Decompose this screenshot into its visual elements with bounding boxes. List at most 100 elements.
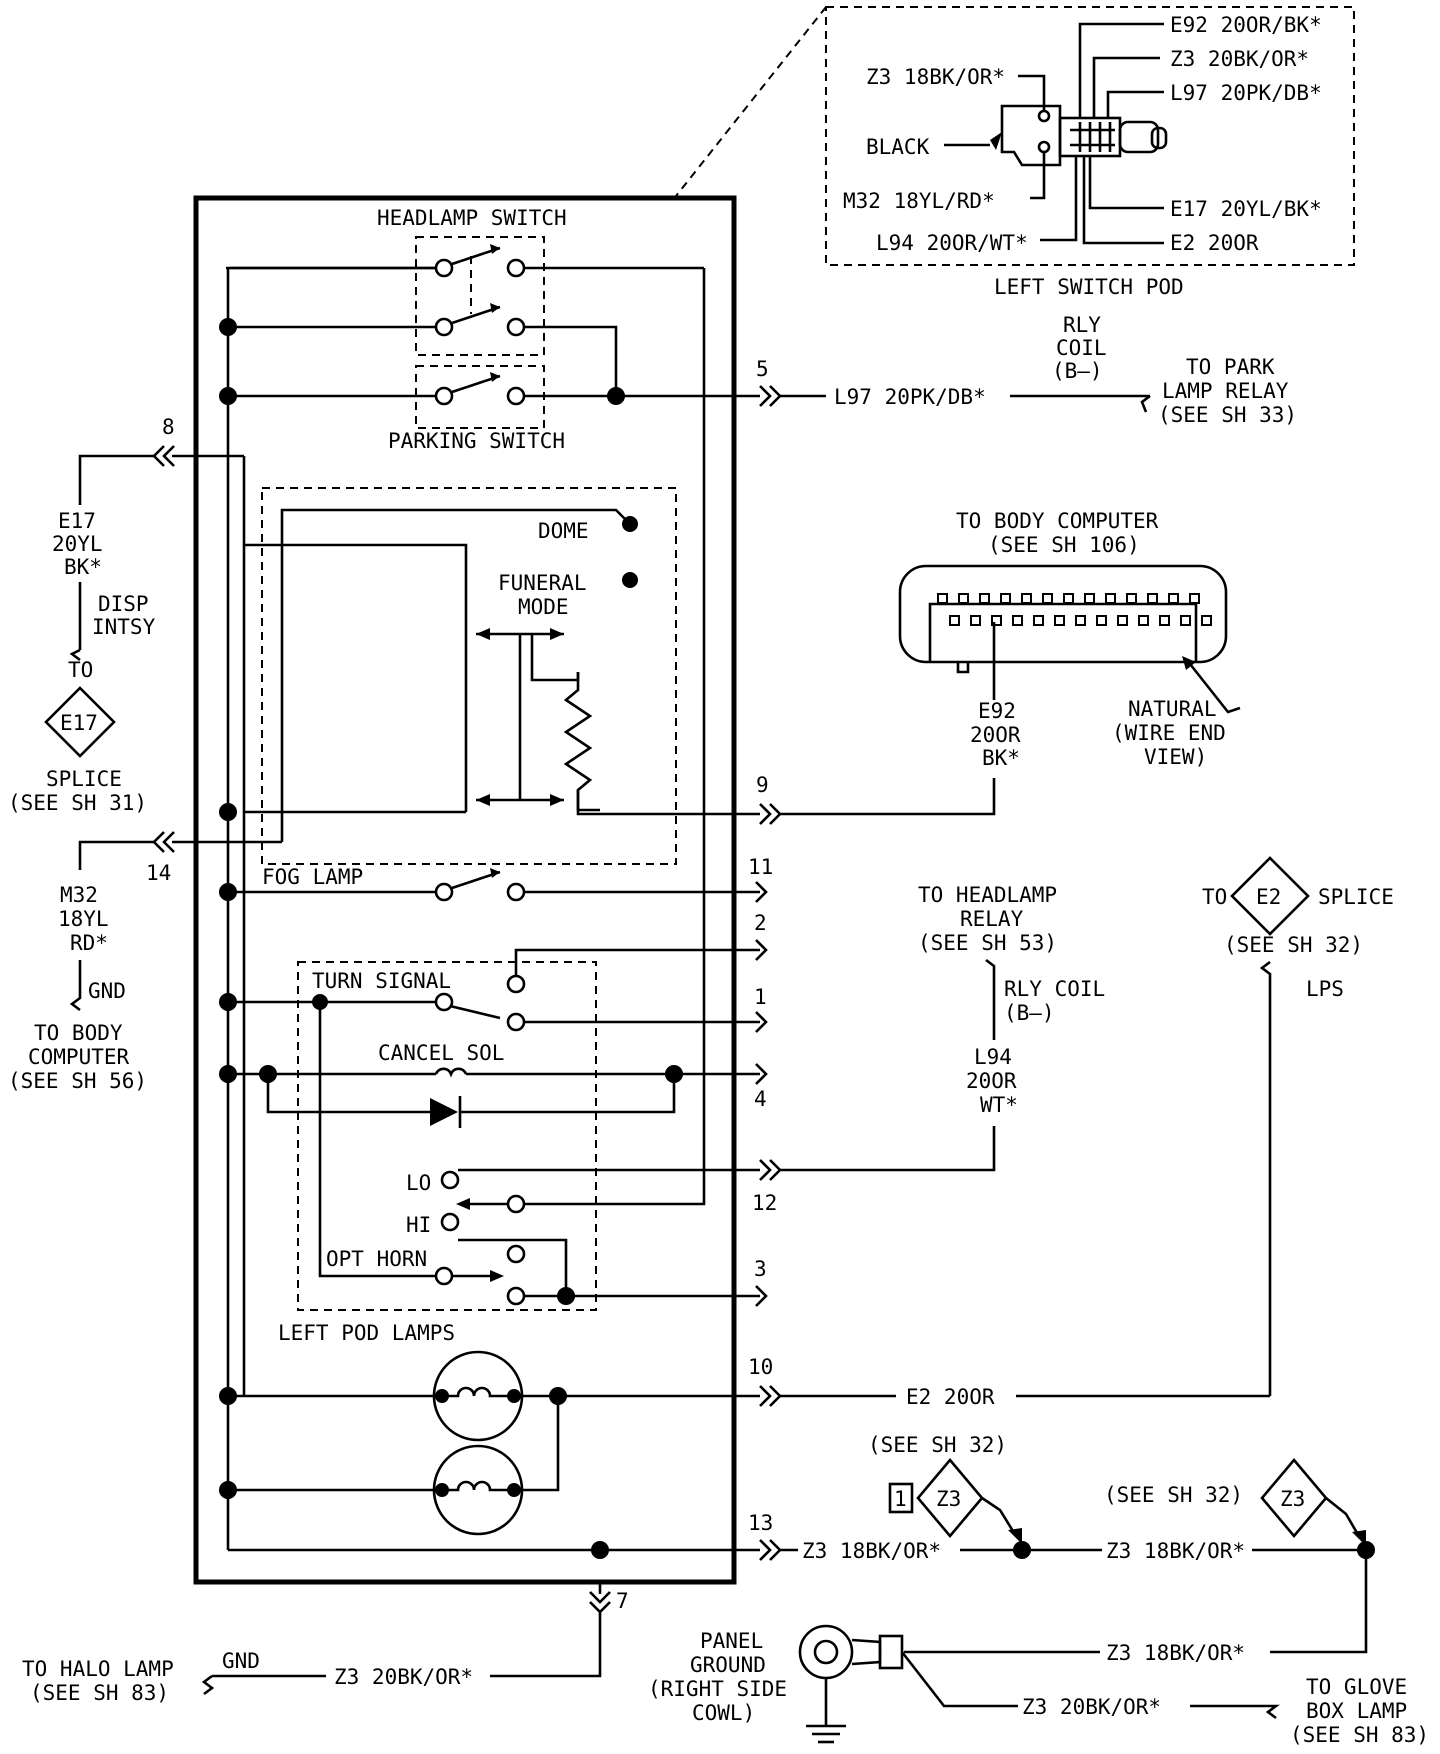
natural-3: VIEW) bbox=[1144, 745, 1207, 769]
opt-horn-label: OPT HORN bbox=[326, 1247, 427, 1271]
dome-label: DOME bbox=[538, 519, 589, 543]
connector-cavity bbox=[1054, 615, 1065, 626]
e17-splice-code: E17 bbox=[60, 711, 98, 735]
callout-line bbox=[675, 6, 827, 197]
halo-dest-1: TO HALO LAMP bbox=[22, 1657, 174, 1681]
pin-7: 7 bbox=[616, 1589, 629, 1613]
m32-wire-3: RD* bbox=[70, 931, 108, 955]
pod-wire-black: BLACK bbox=[866, 135, 930, 159]
e17-func-1: DISP bbox=[98, 592, 149, 616]
pin-2: 2 bbox=[754, 911, 767, 935]
park-relay-dest-3: (SEE SH 33) bbox=[1158, 403, 1297, 427]
pin-14-connector bbox=[152, 831, 175, 853]
park-relay-dest-2: LAMP RELAY bbox=[1162, 379, 1289, 403]
pod-wire-l97: L97 20PK/DB* bbox=[1170, 81, 1322, 105]
pin-12: 12 bbox=[752, 1191, 777, 1215]
glove-1: TO GLOVE bbox=[1306, 1675, 1407, 1699]
funeral-label-2: MODE bbox=[518, 595, 569, 619]
m32-dest-1: TO BODY bbox=[34, 1021, 123, 1045]
switch-pod-border bbox=[825, 6, 1355, 266]
turn-signal-section: TURN SIGNAL 2 1 CANCEL SOL 4 LO 12 HI OP bbox=[219, 911, 996, 1345]
connector-cavity bbox=[1033, 615, 1044, 626]
park-relay-coil-1: RLY bbox=[1063, 313, 1101, 337]
hl-relay-dest-3: (SEE SH 53) bbox=[918, 931, 1057, 955]
halo-wire: Z3 20BK/OR* bbox=[334, 1665, 473, 1689]
connector-cavity bbox=[1063, 593, 1074, 604]
m32-dest-3: (SEE SH 56) bbox=[8, 1069, 147, 1093]
ground-2: GROUND bbox=[690, 1653, 766, 1677]
connector-cavity bbox=[1084, 593, 1095, 604]
m32-dest-2: COMPUTER bbox=[28, 1045, 130, 1069]
z3-see-2: (SEE SH 32) bbox=[1104, 1483, 1243, 1507]
halo-func: GND bbox=[222, 1649, 260, 1673]
l94-wire-1: L94 bbox=[974, 1045, 1012, 1069]
natural-2: (WIRE END bbox=[1112, 721, 1226, 745]
bc-title-2: (SEE SH 106) bbox=[988, 533, 1140, 557]
connector-cavity bbox=[970, 615, 981, 626]
connector-cavity bbox=[949, 615, 960, 626]
pod-wire-z3-20: Z3 20BK/OR* bbox=[1170, 47, 1309, 71]
hl-relay-coil-1: RLY COIL bbox=[1004, 977, 1105, 1001]
connector-cavity bbox=[958, 593, 969, 604]
bc-title-1: TO BODY COMPUTER bbox=[956, 509, 1159, 533]
pod-lamps bbox=[219, 1350, 760, 1536]
e17-wire-3: BK* bbox=[64, 555, 102, 579]
z3-see-1: (SEE SH 32) bbox=[868, 1433, 1007, 1457]
z3-diamond-2 bbox=[1260, 1457, 1328, 1539]
connector-cavity bbox=[1012, 615, 1023, 626]
connector-cavity bbox=[1075, 615, 1086, 626]
funeral-coil bbox=[563, 672, 600, 812]
pod-wire-e17: E17 20YL/BK* bbox=[1170, 197, 1322, 221]
fog-lamp-switch: FOG LAMP 11 bbox=[219, 855, 773, 903]
funeral-label-1: FUNERAL bbox=[498, 571, 587, 595]
m32-wire-1: M32 bbox=[60, 883, 98, 907]
panel-ground: PANEL GROUND (RIGHT SIDE COWL) bbox=[648, 1624, 904, 1744]
e2-see: (SEE SH 32) bbox=[1224, 933, 1363, 957]
connector-cavity bbox=[1117, 615, 1128, 626]
e17-splice-1: SPLICE bbox=[46, 767, 122, 791]
e2-splice: SPLICE bbox=[1318, 885, 1394, 909]
glove-3: (SEE SH 83) bbox=[1290, 1723, 1429, 1747]
ground-3: (RIGHT SIDE bbox=[648, 1677, 787, 1701]
connector-cavity bbox=[1168, 593, 1179, 604]
e2-code: E2 bbox=[1256, 885, 1281, 909]
glove-2: BOX LAMP bbox=[1306, 1699, 1407, 1723]
connector-cavity bbox=[1159, 615, 1170, 626]
z3-diamond-1 bbox=[916, 1457, 984, 1539]
e17-wire-1: E17 bbox=[58, 509, 96, 533]
pin-7-connector bbox=[589, 1582, 611, 1614]
z3-wire-mid: Z3 18BK/OR* bbox=[1106, 1539, 1245, 1563]
e17-to: TO bbox=[68, 658, 93, 682]
connector-cavity bbox=[1000, 593, 1011, 604]
l94-wire-3: WT* bbox=[980, 1093, 1018, 1117]
hi-label: HI bbox=[406, 1213, 431, 1237]
park-relay-coil-2: COIL bbox=[1056, 336, 1107, 360]
l94-wire-2: 20OR bbox=[966, 1069, 1017, 1093]
wire-l97-label: L97 20PK/DB* bbox=[834, 385, 986, 409]
connector-cavity bbox=[1096, 615, 1107, 626]
switch-module-box bbox=[193, 195, 737, 1585]
z3-wire-ground: Z3 18BK/OR* bbox=[1106, 1641, 1245, 1665]
pin-9: 9 bbox=[756, 773, 769, 797]
pin-11: 11 bbox=[748, 855, 773, 879]
connector-cavity bbox=[1201, 615, 1212, 626]
natural-1: NATURAL bbox=[1128, 697, 1217, 721]
halo-dest-2: (SEE SH 83) bbox=[30, 1681, 169, 1705]
headlamp-switch-label: HEADLAMP SWITCH bbox=[377, 206, 567, 230]
pod-wire-e92: E92 20OR/BK* bbox=[1170, 13, 1322, 37]
cancel-diode bbox=[430, 1098, 458, 1126]
e92-wire-2: 20OR bbox=[970, 723, 1021, 747]
left-switch-pod-inset: Z3 18BK/OR* BLACK M32 18YL/RD* L94 20OR/… bbox=[675, 6, 1355, 299]
park-relay-dest-1: TO PARK bbox=[1186, 355, 1275, 379]
pin-4: 4 bbox=[754, 1087, 767, 1111]
e92-wire-1: E92 bbox=[978, 699, 1016, 723]
z3-wire-13: Z3 18BK/OR* bbox=[802, 1539, 941, 1563]
pin-8: 8 bbox=[162, 415, 175, 439]
e17-func-2: INTSY bbox=[92, 615, 156, 639]
parking-switch-label: PARKING SWITCH bbox=[388, 429, 565, 453]
connector-cavity bbox=[1021, 593, 1032, 604]
pin-5-connector bbox=[759, 385, 782, 407]
pod-wire-m32: M32 18YL/RD* bbox=[843, 189, 995, 213]
e92-wire-3: BK* bbox=[982, 746, 1020, 770]
